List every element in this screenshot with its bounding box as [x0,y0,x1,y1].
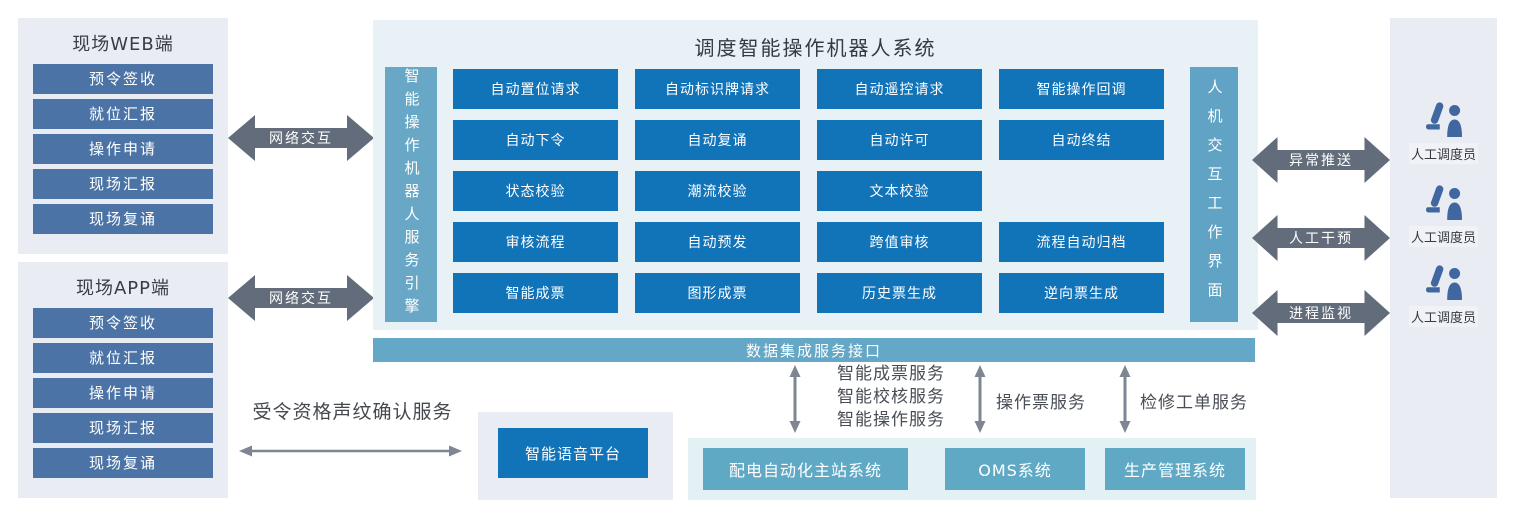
engine-bar-label: 智能操作机器人服务引擎 [402,68,421,321]
dispatcher-label: 人工调度员 [1408,226,1478,247]
function-node: 智能成票 [453,273,618,313]
service-arrow-2 [972,364,988,434]
dispatcher-panel: 人工调度员 人工调度员 人工调度 [1390,18,1497,498]
double-arrow-icon [1252,137,1390,183]
function-node: 潮流校验 [635,171,800,211]
function-node: 文本校验 [817,171,982,211]
external-systems-panel: 配电自动化主站系统 OMS系统 生产管理系统 [688,438,1256,500]
app-item: 现场汇报 [33,413,213,443]
right-arrow-label: 进程监视 [1289,306,1353,322]
service-label-workorder: 检修工单服务 [1140,393,1248,413]
web-item: 就位汇报 [33,99,213,129]
robot-system-title: 调度智能操作机器人系统 [694,36,937,60]
dispatcher: 人工调度员 [1390,102,1497,164]
system-node: 生产管理系统 [1105,448,1245,490]
voice-service-label: 受令资格声纹确认服务 [252,401,453,423]
web-panel-title: 现场WEB端 [72,34,174,55]
double-arrow-icon [1252,290,1390,336]
web-item: 现场复诵 [33,204,213,234]
service-label: 智能成票服务 [837,364,945,384]
dispatcher-icon [1425,102,1462,137]
hmi-bar-label: 人机交互工作界面 [1205,78,1224,311]
right-arrow-label: 人工干预 [1289,231,1353,247]
vertical-double-arrow-icon [1119,365,1131,433]
dispatcher: 人工调度员 [1390,265,1497,327]
function-node: 状态校验 [453,171,618,211]
vertical-double-arrow-icon [789,365,801,433]
dispatcher-label: 人工调度员 [1408,143,1478,164]
service-label: 智能操作服务 [837,410,945,430]
function-node: 审核流程 [453,222,618,262]
function-node: 历史票生成 [817,273,982,313]
app-panel-title: 现场APP端 [75,278,171,299]
voice-platform-node: 智能语音平台 [498,428,648,478]
function-node: 自动终结 [999,120,1164,160]
voice-service-arrow [238,443,463,457]
engine-bar: 智能操作机器人服务引擎 [385,67,437,322]
network-arrow-app: 网络交互 [228,272,374,324]
robot-system-panel: 调度智能操作机器人系统 智能操作机器人服务引擎 自动置位请求 自动标识牌请求 自… [373,20,1258,330]
function-node: 自动置位请求 [453,69,618,109]
network-arrow-label: 网络交互 [269,131,333,147]
dispatcher-label: 人工调度员 [1408,306,1478,327]
function-node: 自动预发 [635,222,800,262]
app-item: 操作申请 [33,378,213,408]
voice-platform-panel: 智能语音平台 [478,412,673,500]
dispatcher: 人工调度员 [1390,185,1497,247]
exception-push-arrow: 异常推送 [1252,134,1390,186]
web-item: 现场汇报 [33,169,213,199]
function-node: 自动许可 [817,120,982,160]
manual-intervention-arrow: 人工干预 [1252,212,1390,264]
system-node: 配电自动化主站系统 [703,448,908,490]
web-item: 操作申请 [33,134,213,164]
function-node: 自动标识牌请求 [635,69,800,109]
app-item: 预令签收 [33,308,213,338]
app-item: 现场复诵 [33,448,213,478]
function-grid: 自动置位请求 自动标识牌请求 自动遥控请求 智能操作回调 自动下令 自动复诵 自… [453,69,1164,313]
data-bus-bar: 数据集成服务接口 [373,338,1255,362]
function-node: 逆向票生成 [999,273,1164,313]
double-arrow-icon [228,115,374,161]
web-item: 预令签收 [33,64,213,94]
process-monitor-arrow: 进程监视 [1252,287,1390,339]
service-label-ticket: 操作票服务 [996,393,1086,413]
function-node: 图形成票 [635,273,800,313]
service-arrow-3 [1117,364,1133,434]
app-panel: 现场APP端 预令签收 就位汇报 操作申请 现场汇报 现场复诵 [18,262,228,498]
dispatcher-icon [1425,265,1462,300]
data-bus-label: 数据集成服务接口 [745,341,882,360]
function-node: 智能操作回调 [999,69,1164,109]
service-arrow-1 [787,364,803,434]
function-node: 自动下令 [453,120,618,160]
service-label: 智能校核服务 [837,387,945,407]
system-node: OMS系统 [945,448,1085,490]
vertical-double-arrow-icon [974,365,986,433]
app-item: 就位汇报 [33,343,213,373]
right-arrow-label: 异常推送 [1289,153,1353,169]
service-label-group: 智能成票服务 智能校核服务 智能操作服务 [837,363,945,432]
function-node: 自动遥控请求 [817,69,982,109]
function-node: 自动复诵 [635,120,800,160]
double-arrow-icon [1252,215,1390,261]
function-node: 流程自动归档 [999,222,1164,262]
dispatcher-icon [1425,185,1462,220]
function-node: 跨值审核 [817,222,982,262]
network-arrow-label: 网络交互 [269,291,333,307]
network-arrow-web: 网络交互 [228,112,374,164]
hmi-bar: 人机交互工作界面 [1190,67,1238,322]
horizontal-double-arrow-icon [239,445,462,457]
grid-empty-cell [999,171,1164,211]
web-panel: 现场WEB端 预令签收 就位汇报 操作申请 现场汇报 现场复诵 [18,18,228,254]
double-arrow-icon [228,275,374,321]
